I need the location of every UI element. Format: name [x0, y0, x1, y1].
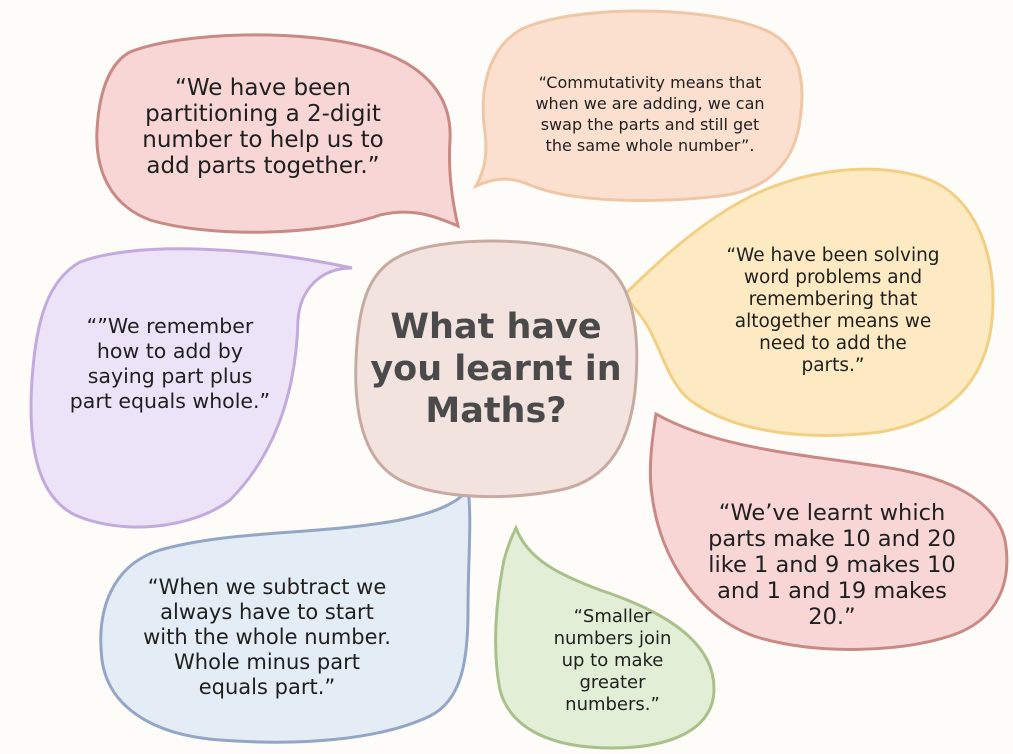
bubble-text-commutativity: “Commutativity means that when we are ad…: [535, 73, 765, 155]
bubble-text-word-problems: “We have been solving word problems and …: [726, 245, 940, 376]
bubble-text-partitioning: “We have been partitioning a 2-digit num…: [142, 75, 384, 179]
speech-bubble-smaller-numbers: [494, 524, 716, 750]
bubble-text-smaller-numbers: “Smaller numbers join up to make greater…: [553, 606, 672, 715]
bubble-text-make-10-20: “We’ve learnt which parts make 10 and 20…: [708, 500, 956, 630]
speech-bubble-part-plus-part: [29, 247, 353, 529]
speech-bubble-commutativity: [472, 9, 804, 203]
speech-bubble-partitioning: [95, 33, 461, 234]
central-question-blob: [354, 239, 639, 499]
speech-bubble-word-problems: [621, 167, 995, 437]
bubble-text-part-plus-part: “”We remember how to add by saying part …: [69, 314, 271, 413]
central-question: What have you learnt in Maths?: [370, 307, 622, 431]
bubble-text-subtract: “When we subtract we always have to star…: [143, 575, 391, 699]
speech-bubble-make-10-20: [648, 411, 1009, 651]
speech-bubble-subtract: [99, 482, 472, 744]
